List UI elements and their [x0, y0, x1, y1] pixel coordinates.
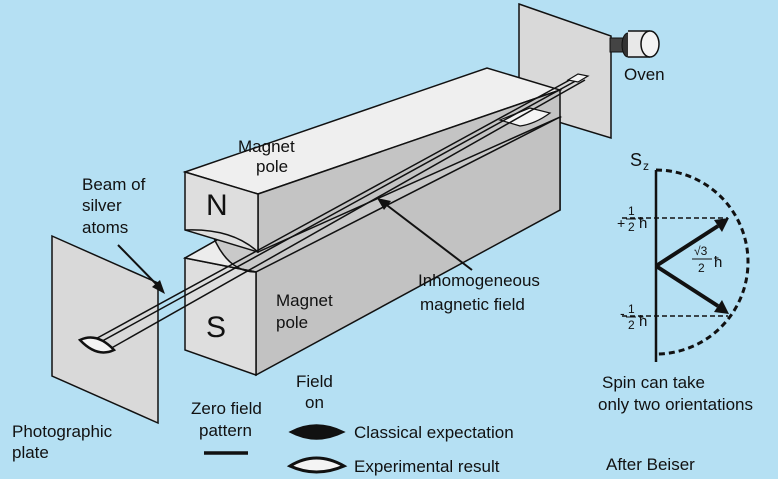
- field-on-label-2: on: [305, 393, 324, 412]
- spin-caption-1: Spin can take: [602, 373, 705, 392]
- sz-axis-label: S: [630, 150, 642, 170]
- zero-field-label-2: pattern: [199, 421, 252, 440]
- magnet-south: [182, 109, 563, 377]
- root3-num: √3: [694, 244, 708, 258]
- field-on-label-1: Field: [296, 372, 333, 391]
- beam-label-3: atoms: [82, 218, 128, 237]
- photographic-plate: [51, 234, 159, 425]
- plate-label-1: Photographic: [12, 422, 113, 441]
- sz-axis-subscript: z: [643, 159, 649, 173]
- beam-pointer-arrow: [117, 244, 165, 294]
- north-label: N: [206, 189, 228, 222]
- field-label-1: Inhomogeneous: [418, 271, 540, 290]
- plate-label-2: plate: [12, 443, 49, 462]
- classical-label: Classical expectation: [354, 423, 514, 442]
- plate-pattern: [77, 336, 117, 354]
- oven-label: Oven: [624, 65, 665, 84]
- zero-field-label-1: Zero field: [191, 399, 262, 418]
- credit-label: After Beiser: [606, 455, 695, 474]
- experimental-pattern-icon: [286, 456, 348, 474]
- spin-diagram: [622, 168, 750, 362]
- field-pointer-arrow: [377, 198, 473, 271]
- experimental-label: Experimental result: [354, 457, 500, 476]
- oven-icon: [609, 30, 660, 58]
- plus-sign: +: [617, 215, 625, 231]
- magnet-pole-top-label-1: Magnet: [238, 137, 295, 156]
- plus-half-num: 1: [628, 204, 635, 218]
- minus-half-den: 2: [628, 318, 635, 332]
- field-label-2: magnetic field: [420, 295, 525, 314]
- magnet-pole-top-label-2: pole: [256, 157, 288, 176]
- plus-half-den: 2: [628, 220, 635, 234]
- root3-den: 2: [698, 261, 705, 275]
- beam-label-2: silver: [82, 196, 122, 215]
- oven-aperture: [566, 73, 590, 83]
- minus-half-num: 1: [628, 302, 635, 316]
- minus-sign: -: [620, 305, 625, 321]
- south-label: S: [206, 311, 226, 344]
- magnet-pole-bottom-label-1: Magnet: [276, 291, 333, 310]
- hbar-top: ħ: [639, 215, 647, 232]
- beam-label-1: Beam of: [82, 175, 146, 194]
- classical-pattern-icon: [288, 424, 346, 440]
- atom-beam: [89, 75, 586, 351]
- magnet-pole-bottom-label-2: pole: [276, 313, 308, 332]
- hbar-bottom: ħ: [639, 313, 647, 330]
- hbar-mid: ħ: [714, 254, 722, 271]
- spin-caption-2: only two orientations: [598, 395, 753, 414]
